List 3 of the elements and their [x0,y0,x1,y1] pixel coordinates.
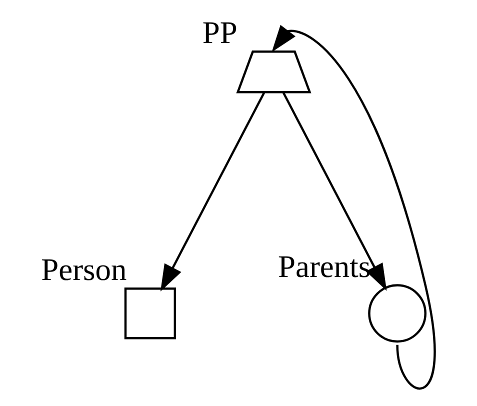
node-label: PP [202,14,237,50]
node-label: Person [40,252,126,287]
node-label: Parents [278,248,370,284]
